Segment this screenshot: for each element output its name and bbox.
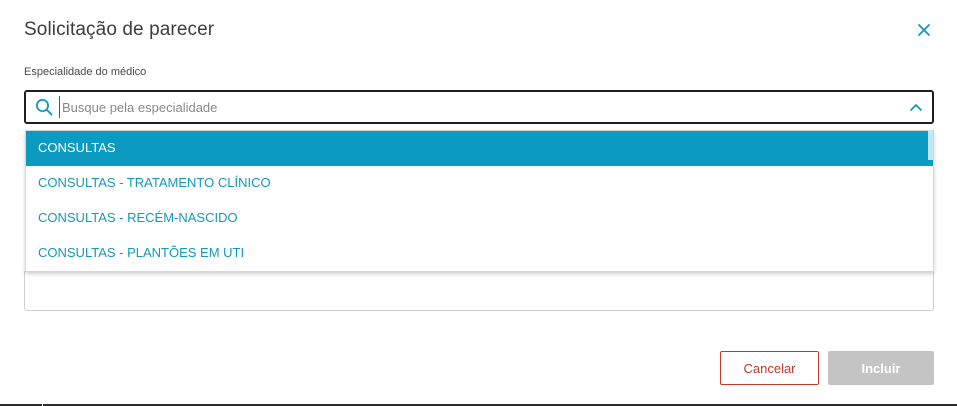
dropdown-item-tratamento-clinico[interactable]: CONSULTAS - TRATAMENTO CLÍNICO [38, 175, 271, 190]
dropdown-item-consultas[interactable]: CONSULTAS [26, 131, 933, 166]
specialty-search-box[interactable] [24, 90, 934, 124]
dialog-title: Solicitação de parecer [24, 19, 215, 40]
specialty-search-input[interactable] [59, 96, 882, 118]
dropdown-scrollbar[interactable] [928, 130, 933, 160]
search-icon [36, 99, 53, 116]
close-icon [918, 24, 930, 36]
close-button[interactable] [913, 19, 935, 41]
specialty-field-label: Especialidade do médico [24, 66, 147, 78]
hidden-text-area[interactable] [24, 271, 934, 311]
cancel-button[interactable]: Cancelar [720, 351, 819, 385]
chevron-up-icon[interactable] [909, 101, 923, 113]
dropdown-item-plantoes-uti[interactable]: CONSULTAS - PLANTÕES EM UTI [38, 245, 245, 260]
window-bottom-edge [0, 404, 957, 406]
window-bottom-edge-gap [42, 404, 43, 406]
include-button: Incluir [828, 351, 934, 385]
dropdown-item-recem-nascido[interactable]: CONSULTAS - RECÉM-NASCIDO [38, 210, 238, 225]
specialty-dropdown-list: CONSULTAS CONSULTAS - TRATAMENTO CLÍNICO… [25, 130, 934, 272]
